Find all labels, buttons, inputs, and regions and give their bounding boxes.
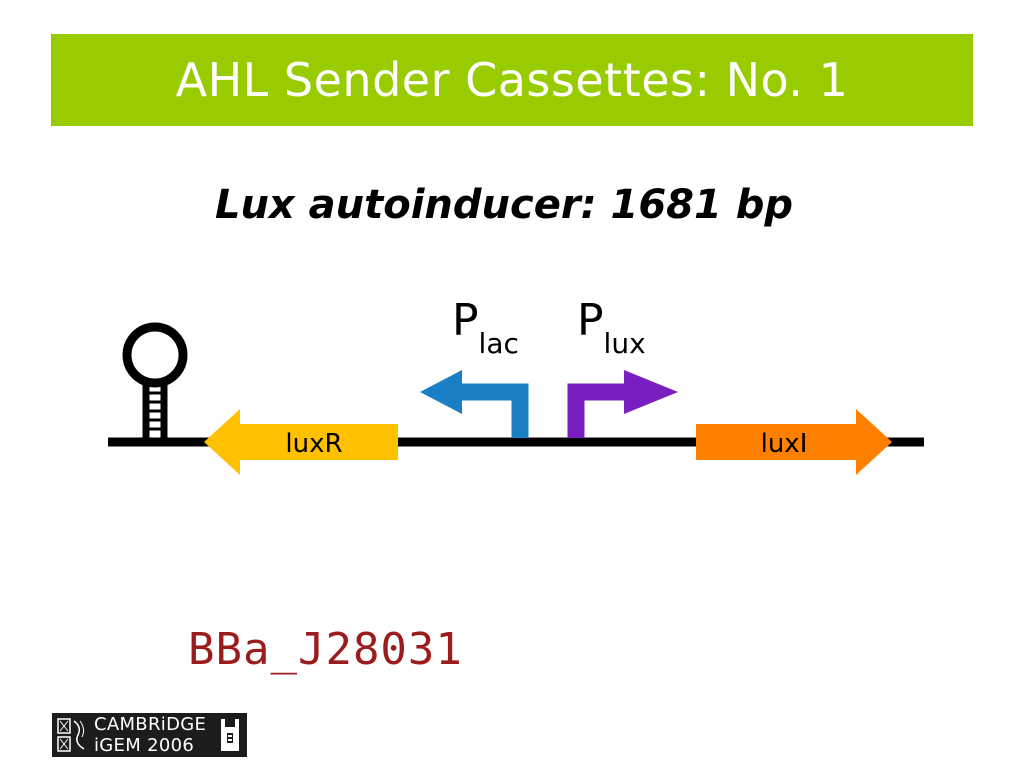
gene-luxi-label: luxI bbox=[761, 429, 808, 459]
logo-line-1: CAMBRiDGE bbox=[94, 714, 207, 735]
gene-luxi-arrow bbox=[696, 409, 892, 475]
biobrick-part-id: BBa_J28031 bbox=[188, 624, 463, 675]
promoter-plux-arrow bbox=[567, 383, 636, 438]
logo-line-2: iGEM 2006 bbox=[94, 735, 195, 756]
tower-icon bbox=[221, 719, 239, 751]
gene-luxr-label: luxR bbox=[285, 429, 342, 459]
promoter-plux-letter: P bbox=[577, 295, 604, 346]
gene-luxi: luxI bbox=[696, 409, 892, 475]
promoter-plux: Plux bbox=[567, 295, 678, 438]
title-bar: AHL Sender Cassettes: No. 1 bbox=[51, 34, 973, 126]
gene-luxr-arrow bbox=[204, 409, 398, 475]
crest-icon bbox=[57, 718, 85, 752]
promoter-plux-subscript: lux bbox=[604, 327, 646, 360]
svg-text:Plac: Plac bbox=[452, 295, 519, 360]
promoter-plac-subscript: lac bbox=[479, 327, 519, 360]
promoter-plac-letter: P bbox=[452, 295, 479, 346]
svg-text:Plux: Plux bbox=[577, 295, 646, 360]
slide-subtitle: Lux autoinducer: 1681 bp bbox=[214, 182, 794, 228]
cambridge-igem-logo: CAMBRiDGE iGEM 2006 bbox=[52, 713, 247, 757]
promoter-plac: Plac bbox=[420, 295, 529, 438]
promoter-plac-arrow bbox=[456, 383, 529, 438]
slide-title: AHL Sender Cassettes: No. 1 bbox=[175, 53, 849, 107]
gene-luxr: luxR bbox=[204, 409, 398, 475]
terminator-icon bbox=[122, 322, 188, 442]
